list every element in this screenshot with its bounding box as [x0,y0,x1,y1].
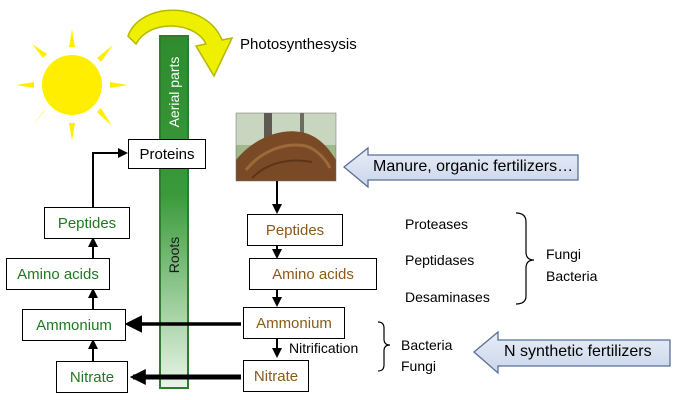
enzymes-bracket [515,212,535,305]
enzyme-peptidases: Peptidases [405,252,475,268]
enzyme-proteases: Proteases [405,216,469,232]
leaf-litter-photo [235,112,337,182]
enzyme-desaminases: Desaminases [405,289,490,305]
plant-stem [159,35,189,389]
synthetic-fertilizer-label: N synthetic fertilizers [504,343,652,360]
nitrification-organism-fungi: Fungi [401,358,437,374]
organic-fertilizer-label: Manure, organic fertilizers… [373,158,574,175]
nitrification-bracket [377,321,391,372]
proteins-box: Proteins [128,139,206,169]
organic-fertilizer-callout [342,146,579,189]
plant-nitrate-box: Nitrate [56,361,128,393]
nitrification-label: Nitrification [289,340,359,356]
enzyme-organism-fungi: Fungi [546,246,582,262]
soil-peptides-box: Peptides [247,214,343,246]
synthetic-fertilizer-callout [472,330,671,375]
sun-icon [16,29,128,141]
arrow-peptides-to-proteins [92,148,128,207]
enzyme-organism-bacteria: Bacteria [546,268,598,284]
plant-peptides-box: Peptides [44,207,130,239]
curved-arrow-icon [127,9,234,78]
photosynthesis-label: Photosynthesysis [240,36,357,53]
nitrification-organism-bacteria: Bacteria [401,337,453,353]
stem-lower-label: Roots [166,237,182,274]
soil-ammonium-box: Ammonium [243,307,345,339]
plant-ammonium-box: Ammonium [22,309,126,341]
soil-amino-acids-box: Amino acids [249,258,377,290]
stem-upper-label: Aerial parts [166,57,182,128]
plant-amino-acids-box: Amino acids [6,258,110,290]
soil-nitrate-box: Nitrate [243,360,309,392]
